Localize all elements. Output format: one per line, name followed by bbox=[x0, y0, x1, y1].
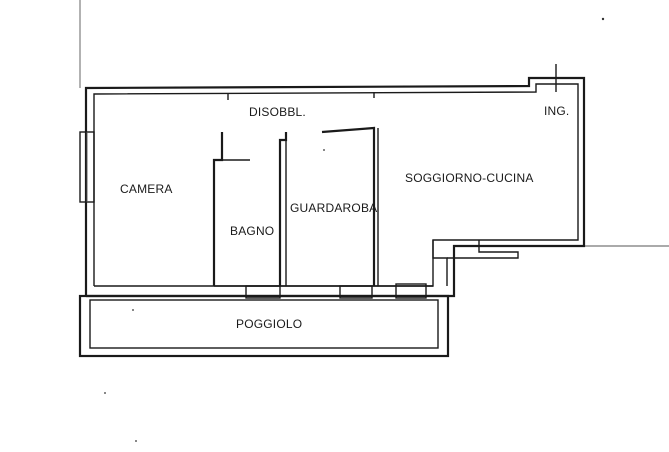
scan-specks bbox=[104, 17, 605, 442]
entrance-door bbox=[544, 64, 570, 92]
corridor-markers bbox=[227, 92, 375, 100]
label-guardaroba: GUARDAROBA bbox=[290, 201, 377, 215]
south-openings bbox=[245, 283, 427, 299]
property-boundary bbox=[79, 0, 669, 247]
window-camera bbox=[79, 131, 95, 203]
outer-walls bbox=[84, 76, 586, 298]
label-soggiorno-cucina: SOGGIORNO-CUCINA bbox=[405, 171, 534, 185]
label-ingresso: ING. bbox=[544, 104, 569, 118]
balcony bbox=[78, 294, 450, 358]
label-camera: CAMERA bbox=[120, 182, 173, 196]
label-disobbl: DISOBBL. bbox=[249, 105, 306, 119]
label-bagno: BAGNO bbox=[230, 224, 274, 238]
internal-walls bbox=[212, 126, 433, 287]
label-poggiolo: POGGIOLO bbox=[236, 317, 302, 331]
